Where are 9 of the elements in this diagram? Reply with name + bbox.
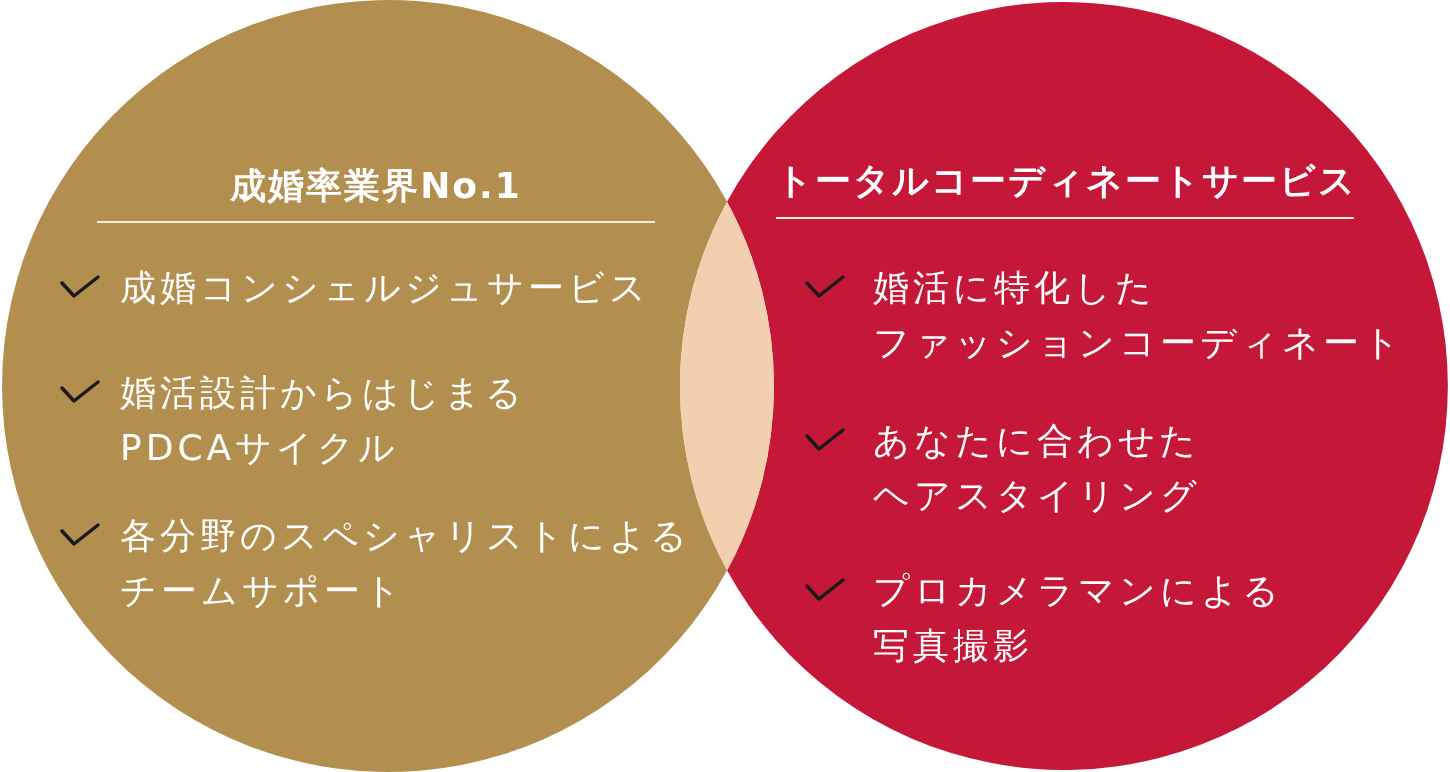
circle-heading: 成婚率業界No.1: [229, 164, 523, 208]
feature-text: 各分野のスペシャリストによるチームサポート: [120, 513, 691, 613]
feature-text: 婚活設計からはじまるPDCAサイクル: [120, 370, 526, 470]
feature-text: プロカメラマンによる写真撮影: [873, 568, 1283, 668]
feature-text: 婚活に特化したファッションコーディネート: [873, 265, 1404, 365]
feature-text: あなたに合わせたヘアスタイリング: [873, 418, 1201, 518]
feature-text: 成婚コンシェルジュサービス: [120, 265, 650, 310]
circle-heading: トータルコーディネートサービス: [776, 159, 1354, 203]
overlap-region: [680, 201, 774, 571]
